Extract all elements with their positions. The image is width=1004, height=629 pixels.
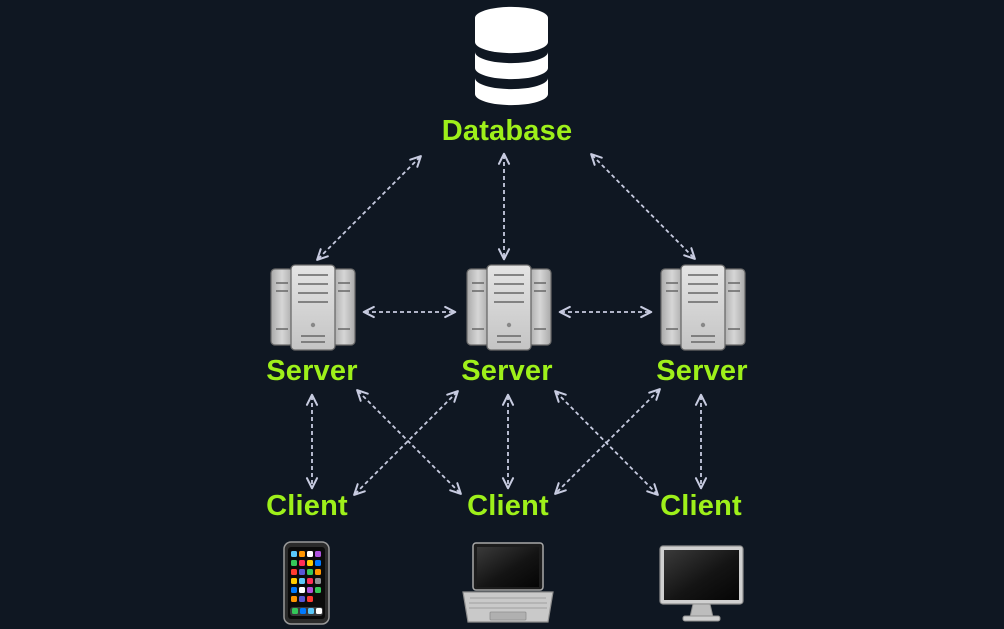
connection-lines (305, 152, 708, 496)
client-label: Client (660, 490, 742, 522)
laptop-icon (462, 542, 554, 623)
server-tower-icon (466, 264, 552, 351)
server-label: Server (461, 355, 553, 387)
database-icon (475, 6, 548, 106)
desktop-monitor-icon (659, 545, 744, 622)
server-label: Server (656, 355, 748, 387)
server-label: Server (266, 355, 358, 387)
server-tower-icon (270, 264, 356, 351)
arrow-server-1-client-2 (356, 389, 462, 495)
server-tower-icon (660, 264, 746, 351)
arrow-db-server-3 (590, 153, 696, 260)
arrow-db-server-1 (316, 155, 422, 261)
smartphone-icon (283, 541, 330, 625)
client-label: Client (266, 490, 348, 522)
arrow-server-3-client-2 (554, 388, 661, 495)
client-label: Client (467, 490, 549, 522)
database-label: Database (441, 115, 573, 147)
arrow-server-2-client-1 (353, 390, 459, 496)
